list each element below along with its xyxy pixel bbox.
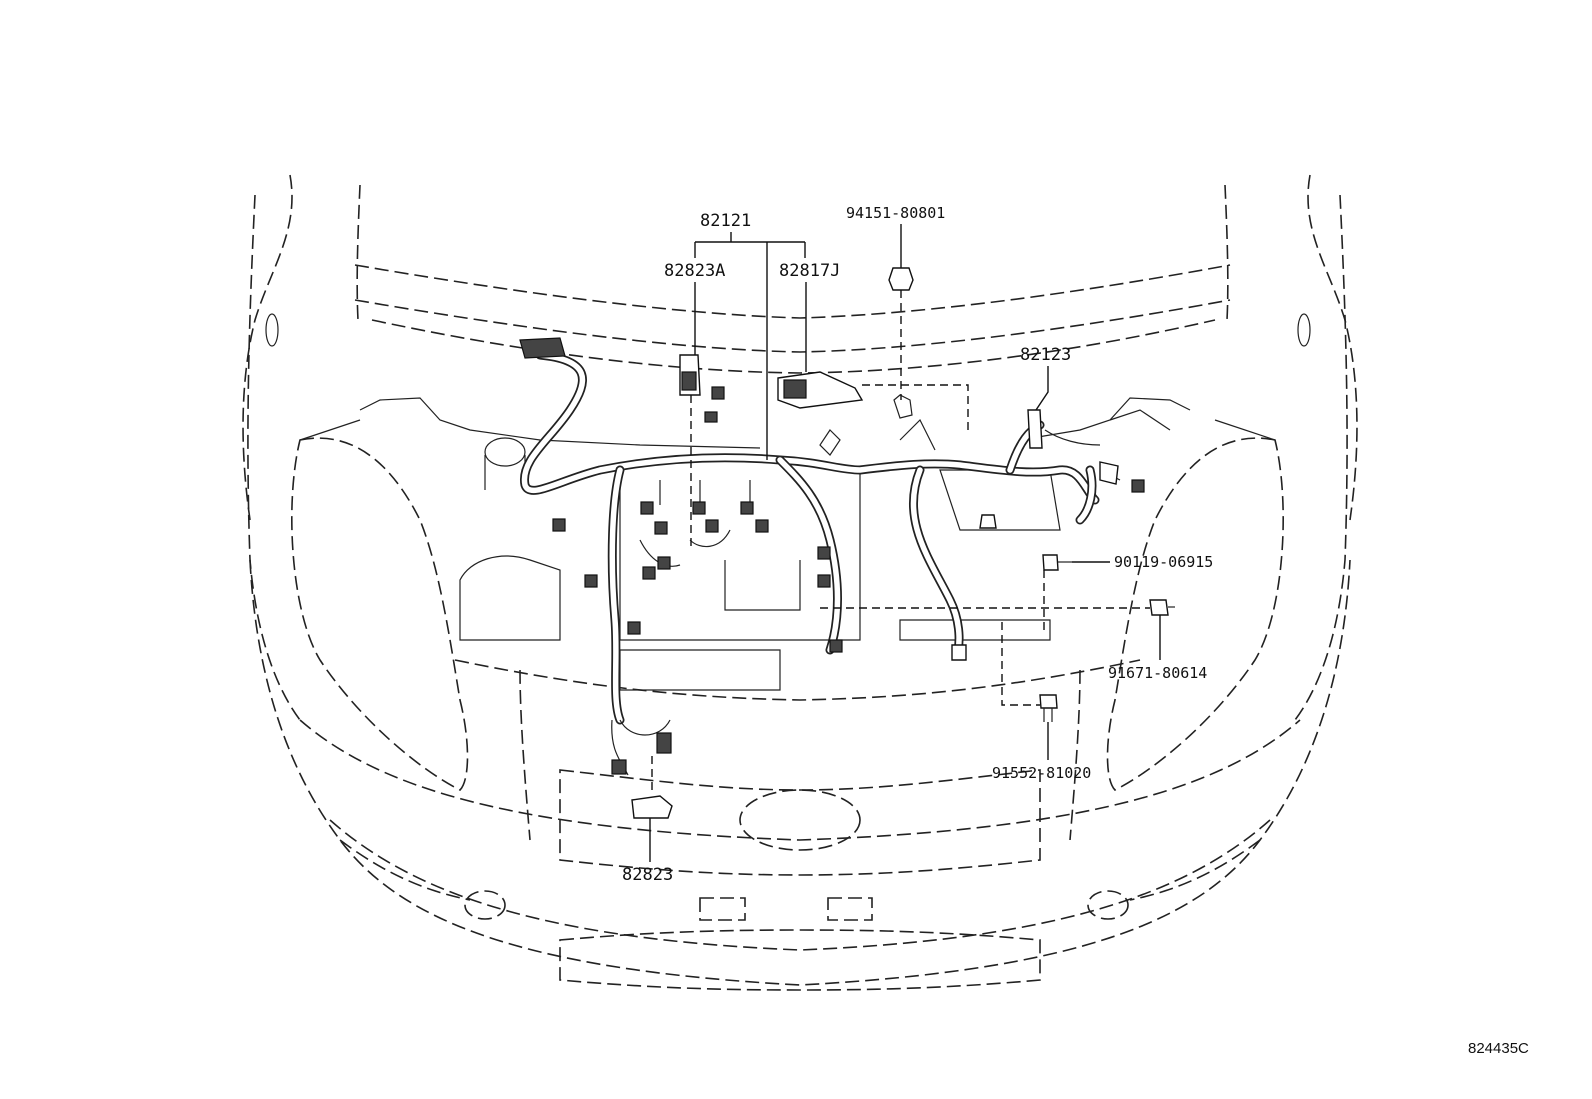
wire-harness bbox=[520, 350, 1121, 776]
label-94151-80801: 94151-80801 bbox=[846, 204, 945, 222]
leader-lines bbox=[649, 224, 1161, 862]
lower-grille bbox=[559, 769, 1041, 876]
reservoir-cap bbox=[484, 437, 526, 467]
bolt-91552-part bbox=[1039, 694, 1058, 709]
label-82823a: 82823A bbox=[664, 261, 725, 281]
nut-part bbox=[888, 267, 914, 291]
label-82123: 82123 bbox=[1020, 345, 1071, 365]
label-82121: 82121 bbox=[700, 211, 751, 231]
harness-82123-part bbox=[1027, 409, 1043, 449]
engine-bay-components bbox=[359, 397, 1191, 691]
reference-code: 824435C bbox=[1468, 1040, 1529, 1057]
emblem bbox=[739, 789, 861, 851]
parts bbox=[631, 267, 1175, 819]
label-91671-80614: 91671-80614 bbox=[1108, 664, 1207, 682]
side-marker-left bbox=[265, 313, 279, 347]
vehicle-body-outline bbox=[242, 174, 1358, 991]
fuse-box bbox=[939, 469, 1061, 531]
battery-terminal bbox=[519, 337, 566, 359]
battery-area bbox=[459, 555, 561, 641]
harness-connectors bbox=[519, 337, 1145, 775]
headlamp-right bbox=[1106, 437, 1284, 791]
side-marker-right bbox=[1297, 313, 1311, 347]
bolt-90119-part bbox=[1042, 554, 1059, 571]
fog-lamp-right bbox=[1087, 890, 1129, 920]
label-91552-81020: 91552-81020 bbox=[992, 764, 1091, 782]
bolt-91671-part bbox=[1149, 599, 1169, 616]
fog-lamp-left bbox=[464, 890, 506, 920]
connector-82823-part bbox=[631, 795, 673, 819]
part-labels: 82121 82823A 82817J 94151-80801 82123 90… bbox=[622, 204, 1529, 1057]
label-82823: 82823 bbox=[622, 865, 673, 885]
headlamp-left bbox=[291, 437, 469, 791]
label-90119-06915: 90119-06915 bbox=[1114, 553, 1213, 571]
label-82817j: 82817J bbox=[779, 261, 840, 281]
